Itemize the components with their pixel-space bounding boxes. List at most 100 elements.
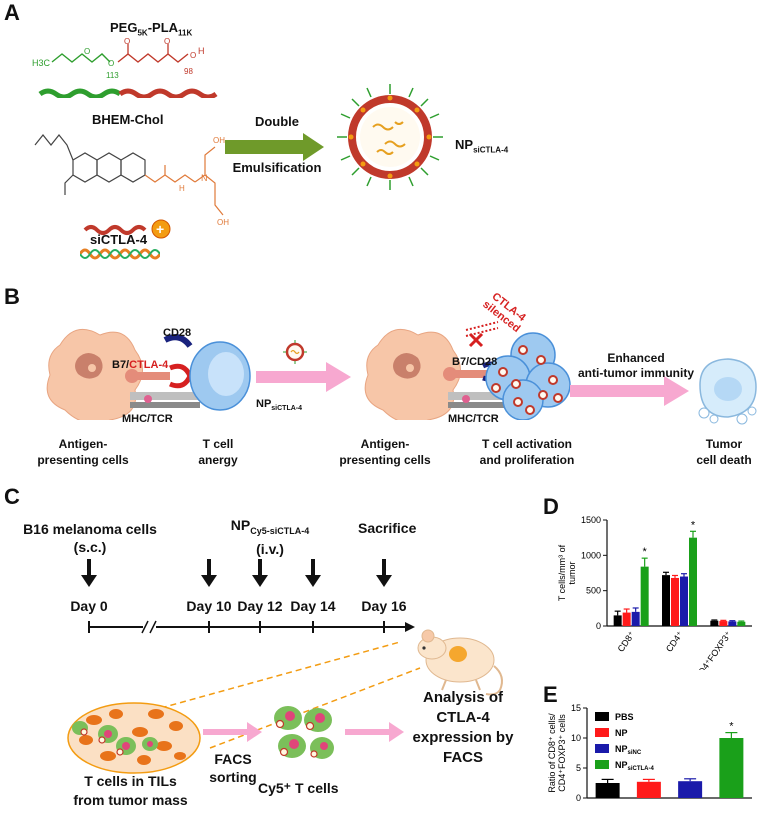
b7-cd28-label: B7/CD28 (452, 356, 498, 368)
b7-ctla4-label: B7/CTLA-4 (112, 359, 169, 371)
svg-text:+: + (156, 221, 164, 237)
caption-apc-right: Antigen-presenting cells (339, 437, 431, 467)
bar-d (689, 537, 697, 626)
bar-d (710, 620, 719, 626)
panel-b-letter: B (4, 284, 20, 309)
anergy-diagram (46, 328, 251, 420)
n98-label: 98 (184, 67, 193, 76)
y-axis-label-d: T cells/mm³ oftumor (557, 544, 577, 601)
legend-label-base: NP (615, 728, 628, 738)
peg-pla-structure: H3C O O 113 O O O H 98 (32, 38, 218, 98)
y-tick-label-e: 0 (576, 793, 581, 803)
peg-pla-label: PEG5K-PLA11K (110, 20, 193, 38)
significance-star-d: * (691, 519, 696, 531)
mouse-icon (417, 629, 503, 696)
double-emulsification-arrow (225, 133, 324, 161)
significance-star-d: * (643, 546, 648, 558)
svg-text:O: O (164, 38, 170, 46)
bar-d (640, 566, 649, 626)
bar-d (631, 611, 640, 626)
oh-label-bottom: OH (217, 218, 229, 227)
cy5-cells-icon (274, 706, 334, 759)
y-tick-label-d: 1500 (581, 515, 601, 525)
mhc-tcr-right-label: MHC/TCR (448, 413, 499, 425)
category-label-d: CD4⁺ (664, 629, 685, 654)
bhem-chol-label: BHEM-Chol (92, 112, 164, 127)
legend-swatch-e (595, 760, 609, 769)
bar-d (613, 615, 622, 626)
day-14-label: Day 14 (290, 598, 336, 614)
bar-d (662, 575, 670, 626)
y-axis-label-e-line1: Ratio of CD8⁺ cells/ (547, 713, 557, 793)
legend-label-sub: siNC (628, 750, 642, 756)
day-0-label: Day 0 (70, 598, 108, 614)
legend-swatch-e (595, 728, 609, 737)
bar-d (728, 621, 737, 626)
legend-label-e: NP (615, 728, 628, 738)
mhc-tcr-left-label: MHC/TCR (122, 413, 173, 425)
legend-label-e: NPsiCTLA-4 (615, 760, 655, 772)
nanoparticle-icon (337, 84, 443, 190)
n113-label: 113 (106, 71, 119, 80)
bar-d (671, 577, 679, 626)
y-axis-label-e: Ratio of CD8⁺ cells/CD4⁺FOXP3⁺ cells (547, 713, 567, 793)
np-sictla4-label-b: NPsiCTLA-4 (256, 398, 303, 413)
day-16-label: Day 16 (361, 598, 407, 614)
y-axis-label-line2: tumor (567, 561, 577, 584)
pink-arrow-2 (570, 376, 689, 406)
n-label: N (201, 173, 208, 183)
legend-label-base: PBS (615, 712, 634, 722)
y-axis-label-line1: T cells/mm³ of (557, 544, 567, 601)
significance-star-e: * (729, 721, 734, 733)
legend-label-e: PBS (615, 712, 634, 722)
bar-d (719, 621, 728, 626)
legend-label-base: NP (615, 760, 628, 770)
y-tick-label-d: 1000 (581, 550, 601, 560)
np-cy5-label: NPCy5-siCTLA-4 (i.v.) (230, 517, 310, 557)
h-label: H (198, 46, 205, 56)
caption-apc-left: Antigen-presenting cells (37, 437, 129, 467)
sirna-helix-icon (80, 248, 160, 260)
svg-text:O: O (190, 51, 196, 60)
svg-text:O: O (108, 59, 114, 68)
y-tick-label-e: 5 (576, 763, 581, 773)
day-12-label: Day 12 (237, 598, 283, 614)
double-label: Double (254, 114, 300, 129)
timeline (81, 559, 415, 634)
dashed-zoom-lines (73, 641, 421, 749)
bar-d (737, 621, 746, 626)
bhem-chol-structure: OH OH N H + (34, 134, 229, 239)
small-nanoparticle-icon (283, 340, 307, 364)
activation-diagram (364, 321, 571, 420)
legend-swatch-e (595, 744, 609, 753)
legend-label-e: NPsiNC (615, 744, 642, 756)
y-axis-label-e-line2: CD4⁺FOXP3⁺ cells (557, 714, 567, 792)
bar-e (595, 783, 620, 798)
nh-label: H (179, 184, 185, 193)
h3c-label: H3C (32, 58, 51, 68)
cd28-label: CD28 (163, 327, 192, 339)
pink-arrow-1 (256, 362, 351, 392)
tumor-cell-death-icon (698, 358, 757, 425)
b16-label: B16 melanoma cells(s.c.) (23, 521, 157, 555)
svg-text:O: O (124, 38, 130, 46)
legend-swatch-e (595, 712, 609, 721)
legend-label-sub: siCTLA-4 (628, 766, 655, 772)
bar-d (622, 612, 631, 626)
panel-d-letter: D (543, 494, 559, 519)
category-label-d: CD8⁺ (616, 629, 637, 654)
sictla4-label: siCTLA-4 (90, 232, 148, 247)
emulsification-label: Emulsification (232, 160, 322, 175)
oh-label-top: OH (213, 136, 225, 145)
bar-e (636, 781, 661, 798)
y-tick-label-d: 0 (596, 621, 601, 631)
panel-c-letter: C (4, 484, 20, 509)
